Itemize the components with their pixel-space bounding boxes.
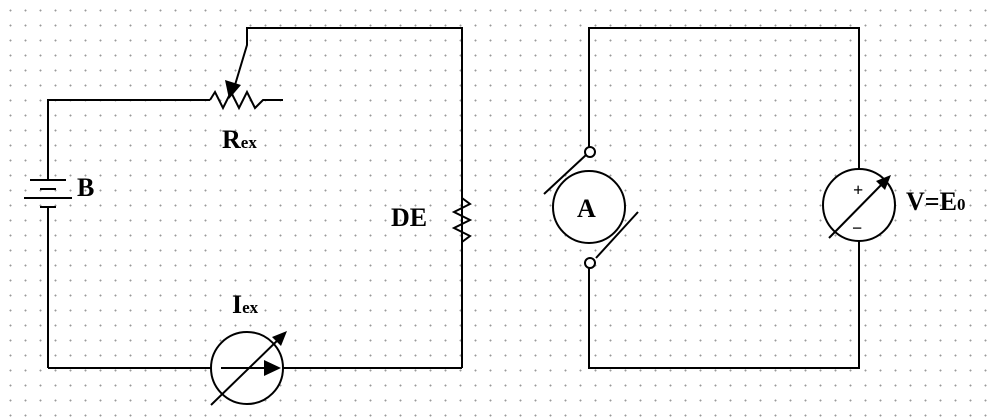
battery bbox=[24, 175, 72, 368]
switch-blade-top bbox=[543, 154, 587, 195]
battery-label: B bbox=[77, 173, 94, 202]
rheostat-label: Rex bbox=[222, 125, 257, 154]
field-winding-label: DE bbox=[391, 203, 427, 232]
switch-contact-top bbox=[584, 146, 596, 158]
wire-wiper-to-field bbox=[231, 27, 463, 250]
meter-variable-arrow-icon bbox=[210, 335, 283, 406]
meter-direction-arrow-icon bbox=[264, 360, 281, 376]
measurement-circuit bbox=[543, 27, 896, 369]
excitation-ammeter bbox=[210, 331, 287, 406]
voltmeter-variable-arrow-icon bbox=[828, 179, 887, 239]
wire-battery-to-rheostat bbox=[47, 99, 210, 175]
voltmeter-plus-sign: + bbox=[853, 180, 863, 200]
wire-bottom-right-loop bbox=[588, 240, 860, 369]
ammeter bbox=[543, 146, 639, 269]
voltmeter-minus-sign: − bbox=[852, 218, 862, 238]
voltmeter-label: V=E0 bbox=[906, 187, 965, 216]
field-winding-resistor bbox=[451, 192, 473, 250]
ammeter-label: A bbox=[577, 194, 596, 223]
rheostat-wiper-arrow-icon bbox=[225, 80, 241, 99]
excitation-circuit bbox=[24, 27, 473, 406]
excitation-current-label: Iex bbox=[232, 290, 259, 319]
wire-top-right bbox=[588, 27, 860, 170]
rheostat-resistor bbox=[209, 89, 283, 111]
switch-contact-bottom bbox=[584, 257, 596, 269]
switch-blade-bottom bbox=[595, 211, 639, 259]
voltmeter bbox=[822, 168, 896, 242]
